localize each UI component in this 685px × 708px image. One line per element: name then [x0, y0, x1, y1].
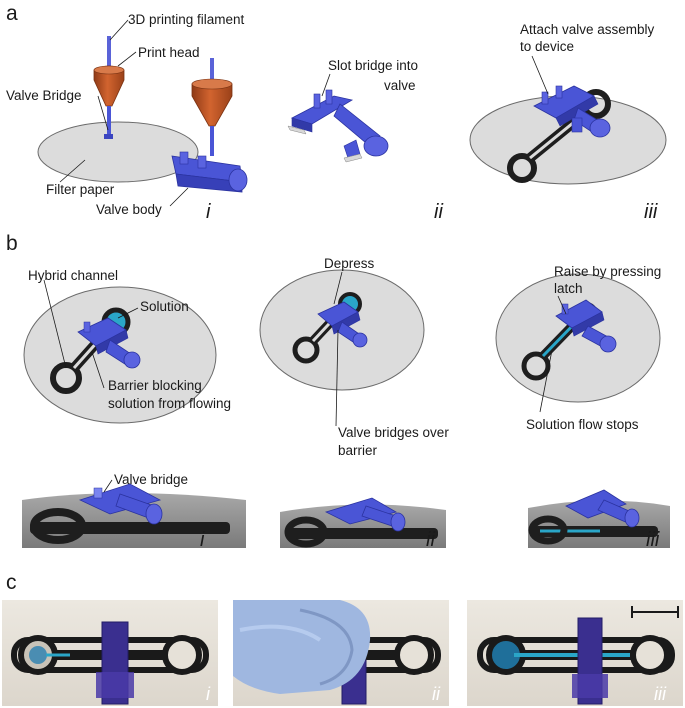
scale-bar: [631, 606, 679, 618]
filter-paper-disc: [37, 121, 199, 183]
step-b-iii: iii: [646, 529, 660, 551]
step-c-iii: iii: [654, 684, 667, 704]
label-print-head: Print head: [138, 45, 200, 60]
panel-b-iii-leaders: [539, 295, 567, 413]
panel-a-leaders: [59, 19, 189, 207]
label-attach-line2: to device: [520, 39, 574, 54]
label-depress: Depress: [324, 256, 375, 271]
label-valve-bridge-b: Valve bridge: [114, 472, 188, 487]
panel-c: c i ii: [2, 571, 683, 706]
panel-b: b Hybrid channel Solution Barrier blocki…: [6, 232, 670, 551]
panel-b-ii-leaders: [333, 271, 343, 427]
step-a-ii: ii: [434, 201, 443, 223]
photo-c-ii: ii: [233, 600, 449, 706]
step-c-ii: ii: [432, 684, 441, 704]
label-raise-line2: latch: [554, 281, 583, 296]
label-hybrid-channel: Hybrid channel: [28, 268, 118, 283]
valve-b-i: [77, 317, 141, 369]
slot-bridge-assembly: [287, 89, 389, 163]
label-solution: Solution: [140, 299, 189, 314]
label-barrier-line2: solution from flowing: [108, 396, 231, 411]
step-a-i: i: [206, 201, 211, 223]
label-filter-paper: Filter paper: [46, 182, 115, 197]
label-valve-bridge: Valve Bridge: [6, 88, 82, 103]
label-raise-line1: Raise by pressing: [554, 264, 661, 279]
photo-c-iii: iii: [467, 600, 683, 706]
print-head-1: [93, 36, 125, 139]
step-b-i: i: [200, 529, 205, 551]
label-flow-stops: Solution flow stops: [526, 417, 639, 432]
closeup-b-ii: [280, 497, 446, 548]
leader-attach: [531, 55, 549, 95]
label-attach-line1: Attach valve assembly: [520, 22, 655, 37]
step-c-i: i: [206, 684, 211, 704]
valve-b-ii: [317, 301, 368, 348]
label-filament: 3D printing filament: [128, 12, 245, 27]
step-a-iii: iii: [644, 201, 658, 223]
gloved-finger: [233, 600, 371, 694]
label-valve-body: Valve body: [96, 202, 162, 217]
closeup-b-iii: [528, 489, 670, 548]
panel-b-letter: b: [6, 232, 18, 255]
valve-body: [171, 151, 248, 193]
label-barrier-line1: Barrier blocking: [108, 378, 202, 393]
leader-valve-bridge-b: [103, 479, 113, 493]
closeup-b-i: [22, 483, 246, 548]
valve-assembly-a-iii: [533, 85, 611, 138]
photo-c-i: i: [2, 600, 218, 706]
label-slot-line1: Slot bridge into: [328, 58, 418, 73]
panel-a: a: [6, 2, 667, 223]
valve-b-iii: [555, 299, 617, 353]
leader-slot: [321, 73, 331, 97]
panel-a-letter: a: [6, 2, 18, 25]
label-bridges-line2: barrier: [338, 443, 378, 458]
panel-c-letter: c: [6, 571, 17, 594]
step-b-ii: ii: [426, 529, 435, 551]
label-slot-line2: valve: [384, 78, 416, 93]
panel-b-i-leaders: [43, 279, 139, 389]
device-disc-b-iii: [495, 273, 661, 403]
label-bridges-line1: Valve bridges over: [338, 425, 449, 440]
print-head-2: [191, 58, 233, 156]
